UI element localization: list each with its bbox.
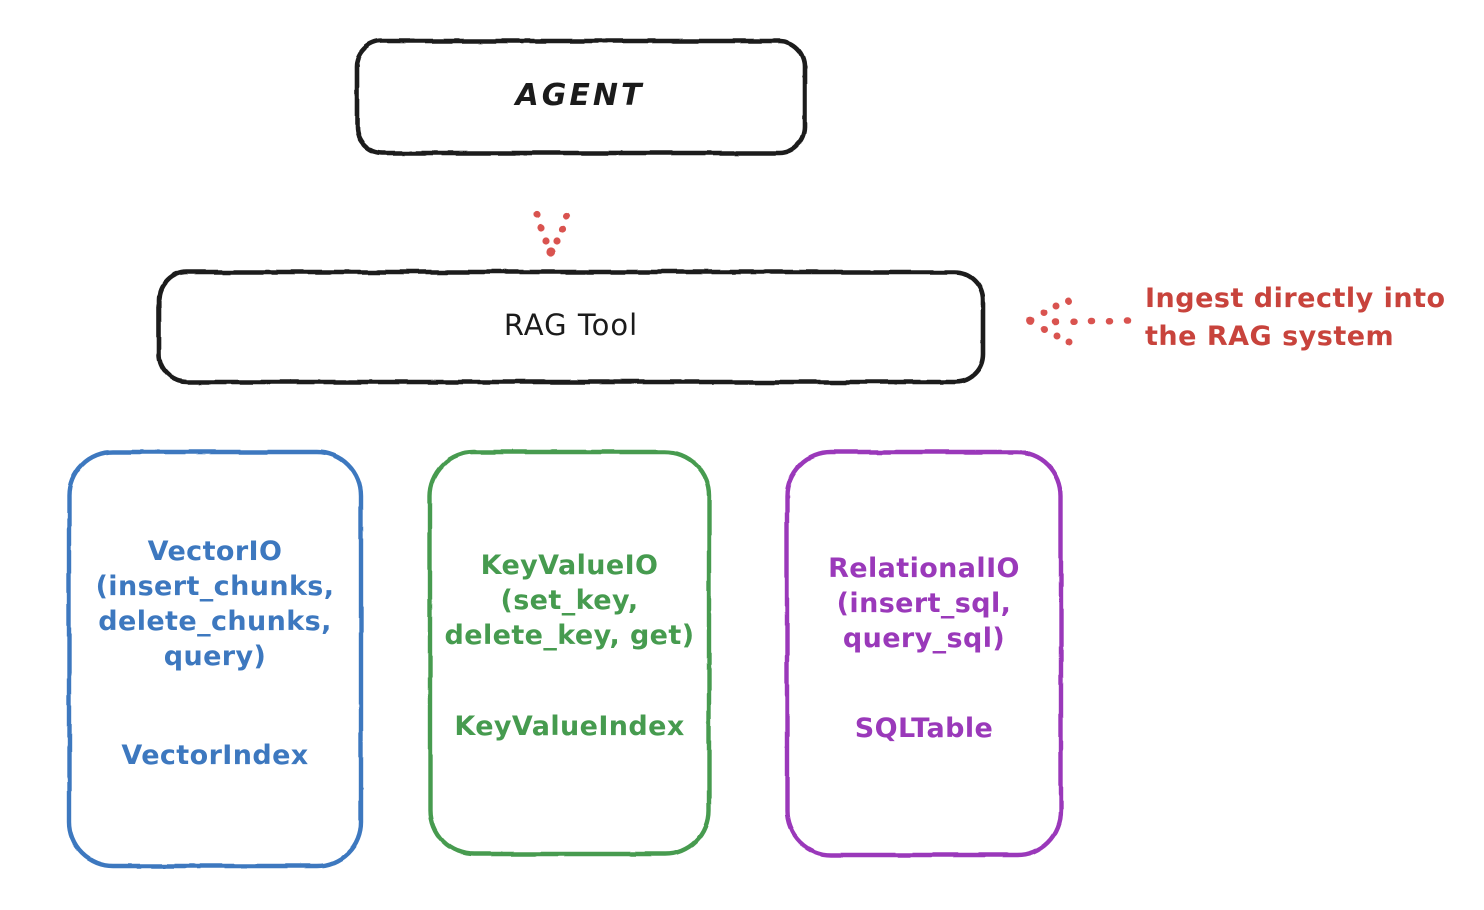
relational-io-subtitle: SQLTable [854,713,994,744]
down-arrow-icon [533,211,570,257]
relational-io-node-shape [784,449,1064,858]
ingest-annotation-dotted-line [1051,317,1134,326]
vector-io-title: VectorIO (insert_chunks, delete_chunks, … [95,536,335,673]
vector-io-node[interactable] [66,449,364,869]
left-arrow-icon [1025,297,1073,346]
key-value-io-subtitle: KeyValueIndex [454,711,685,742]
key-value-io-node-shape [427,449,712,857]
vector-io-node-shape [66,449,364,869]
agent-to-rag-connector [533,166,570,262]
key-value-io-title: KeyValueIO (set_key, delete_key, get) [444,550,695,652]
rag-tool-node[interactable] [156,269,986,385]
relational-io-node[interactable] [784,449,1064,858]
key-value-io-node[interactable] [427,449,712,857]
rag-tool-node-shape [156,269,986,385]
agent-node-shape [354,38,808,156]
agent-node[interactable] [354,38,808,156]
ingest-annotation-connector [1025,297,1134,346]
relational-io-title: RelationalIO (insert_sql, query_sql) [828,553,1020,655]
vector-io-subtitle: VectorIndex [121,740,309,771]
